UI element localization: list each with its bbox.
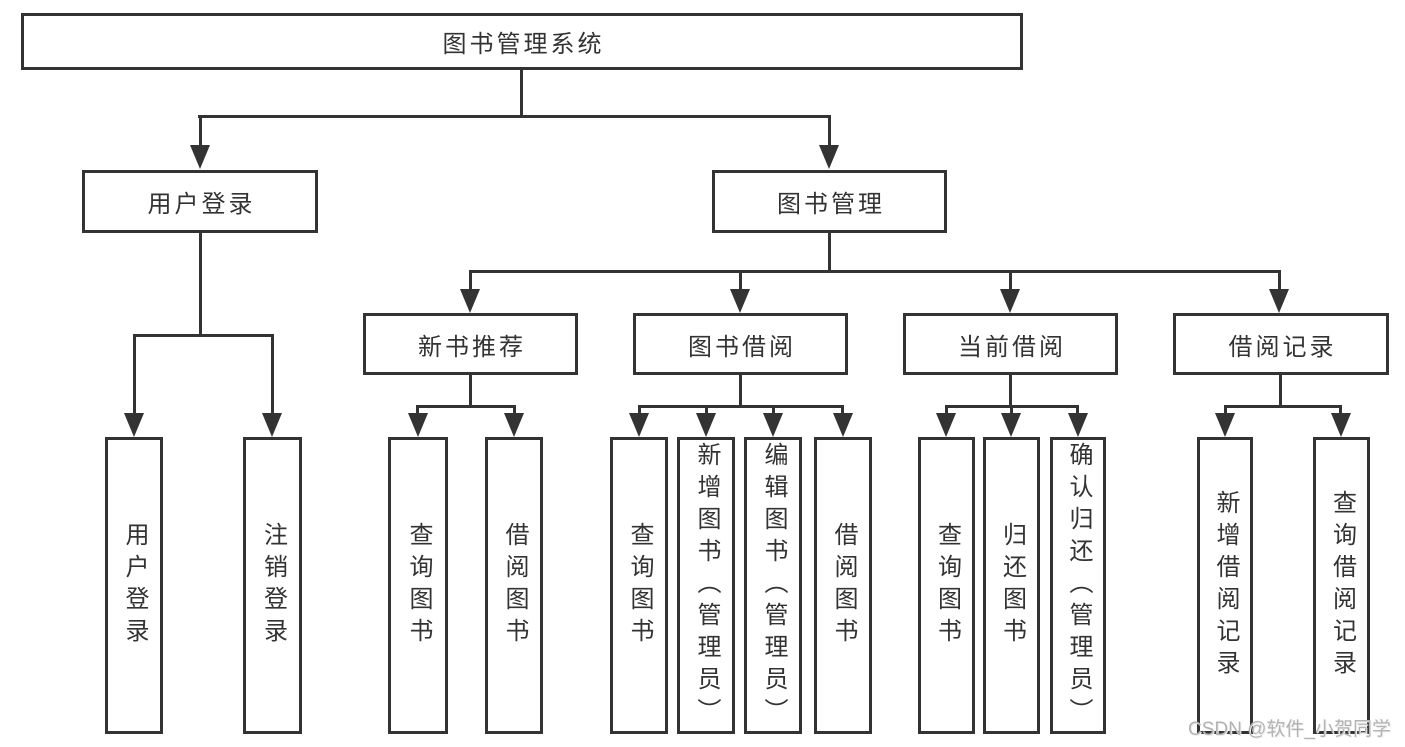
connector-line <box>1278 270 1281 292</box>
node-borrow-record: 借阅记录 <box>1173 313 1389 375</box>
arrow-down-icon <box>936 413 956 437</box>
connector-line <box>772 405 775 417</box>
connector-line <box>638 405 844 408</box>
leaf-query-borrow-record: 查询借阅记录 <box>1313 437 1370 734</box>
connector-line <box>199 115 202 148</box>
arrow-down-icon <box>1068 413 1088 437</box>
node-book-management: 图书管理 <box>712 170 947 233</box>
leaf-query-book-recommend: 查询图书 <box>388 437 448 734</box>
arrow-down-icon <box>819 145 839 169</box>
connector-line <box>638 405 641 417</box>
csdn-watermark: CSDN @软件_小贺同学 <box>1188 719 1391 740</box>
leaf-add-book-admin: 新增图书（管理员） <box>677 437 735 734</box>
arrow-down-icon <box>124 413 144 437</box>
connector-line <box>828 233 831 273</box>
connector-line <box>469 270 472 292</box>
leaf-borrow-book-recommend: 借阅图书 <box>485 437 543 734</box>
node-user-login-group: 用户登录 <box>82 170 318 233</box>
connector-line <box>520 70 523 117</box>
connector-line <box>133 334 274 337</box>
arrow-down-icon <box>460 289 480 313</box>
leaf-borrow-book-borrow: 借阅图书 <box>814 437 872 734</box>
leaf-query-book-current: 查询图书 <box>918 437 975 734</box>
connector-line <box>841 405 844 417</box>
arrow-down-icon <box>1001 413 1021 437</box>
node-book-borrow: 图书借阅 <box>633 313 848 375</box>
connector-line <box>416 405 516 408</box>
connector-line <box>1224 405 1342 408</box>
connector-line <box>1279 375 1282 408</box>
connector-line <box>705 405 708 417</box>
arrow-down-icon <box>262 413 282 437</box>
arrow-down-icon <box>629 413 649 437</box>
arrow-down-icon <box>1215 413 1235 437</box>
leaf-return-book: 归还图书 <box>983 437 1040 734</box>
connector-line <box>1339 405 1342 417</box>
node-new-book-recommend: 新书推荐 <box>363 313 578 375</box>
connector-line <box>739 375 742 408</box>
leaf-logout: 注销登录 <box>243 437 302 734</box>
leaf-edit-book-admin: 编辑图书（管理员） <box>744 437 802 734</box>
leaf-user-login: 用户登录 <box>105 437 163 734</box>
connector-line <box>199 233 202 336</box>
arrow-down-icon <box>1269 289 1289 313</box>
node-root-library-management-system: 图书管理系统 <box>21 13 1023 70</box>
arrow-down-icon <box>408 413 428 437</box>
node-current-borrow: 当前借阅 <box>903 313 1118 375</box>
arrow-down-icon <box>763 413 783 437</box>
connector-line <box>1009 270 1012 292</box>
connector-line <box>945 405 948 417</box>
arrow-down-icon <box>696 413 716 437</box>
leaf-query-book-borrow: 查询图书 <box>610 437 668 734</box>
connector-line <box>1224 405 1227 417</box>
connector-line <box>416 405 419 417</box>
arrow-down-icon <box>833 413 853 437</box>
connector-line <box>469 270 1281 273</box>
connector-line <box>271 334 274 414</box>
connector-line <box>828 115 831 148</box>
arrow-down-icon <box>1000 289 1020 313</box>
connector-line <box>198 115 831 118</box>
connector-line <box>1076 405 1079 417</box>
connector-line <box>469 375 472 408</box>
leaf-confirm-return-admin: 确认归还（管理员） <box>1050 437 1106 734</box>
connector-line <box>1009 375 1012 408</box>
arrow-down-icon <box>1331 413 1351 437</box>
arrow-down-icon <box>190 145 210 169</box>
connector-line <box>133 334 136 414</box>
arrow-down-icon <box>504 413 524 437</box>
arrow-down-icon <box>730 289 750 313</box>
connector-line <box>1010 405 1013 417</box>
leaf-add-borrow-record: 新增借阅记录 <box>1197 437 1253 734</box>
connector-line <box>739 270 742 292</box>
connector-line <box>513 405 516 417</box>
